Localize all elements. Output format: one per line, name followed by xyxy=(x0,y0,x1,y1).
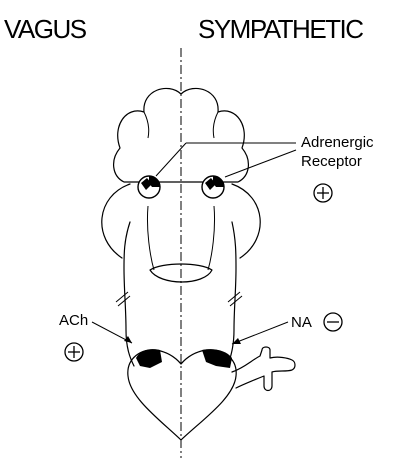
label-receptor: Receptor xyxy=(301,153,362,170)
minus-icon xyxy=(324,313,342,331)
great-vessels xyxy=(232,347,295,391)
vagal-terminal xyxy=(136,349,162,368)
label-adrenergic: Adrenergic xyxy=(301,134,374,151)
plus-icon xyxy=(314,184,332,202)
receptor-halo xyxy=(232,184,260,258)
adrenergic-receptor-left xyxy=(138,176,160,198)
na-leader xyxy=(232,322,288,344)
heading-sympathetic: SYMPATHETIC xyxy=(198,14,363,44)
heading-vagus: VAGUS xyxy=(4,14,87,44)
vagal-fibre xyxy=(147,206,154,270)
receptor-halo xyxy=(102,184,130,258)
trunk-right xyxy=(228,222,236,366)
medulla-lobe-line xyxy=(213,112,218,138)
label-na: NA xyxy=(291,314,312,331)
plus-icon xyxy=(65,343,83,361)
sympathetic-fibre xyxy=(208,206,215,270)
label-ach: ACh xyxy=(59,312,88,329)
receptor-leader xyxy=(225,150,296,177)
cut-marks xyxy=(116,292,242,306)
adrenergic-receptor-right xyxy=(202,176,224,198)
medulla-lobe-line xyxy=(144,112,149,138)
sympathetic-terminal xyxy=(202,349,232,368)
